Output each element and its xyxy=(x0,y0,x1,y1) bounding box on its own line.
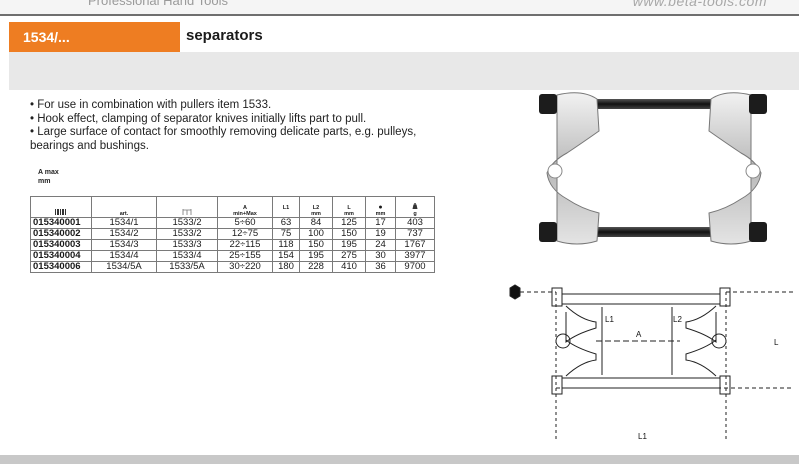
bottom-bar xyxy=(0,455,799,464)
header-nut: ●mm xyxy=(365,196,396,218)
top-bar: Professional Hand Tools www.beta-tools.c… xyxy=(0,0,799,16)
weight-icon xyxy=(412,202,418,209)
feature-list: • For use in combination with pullers it… xyxy=(30,99,460,153)
puller-icon xyxy=(182,209,192,215)
dim-label-l1-top: L1 xyxy=(605,315,614,324)
technical-drawing xyxy=(509,284,794,442)
header-band xyxy=(9,52,799,90)
brand-subtitle: Professional Hand Tools xyxy=(88,0,228,8)
header-weight: g xyxy=(395,196,435,218)
dim-label-l: L xyxy=(774,338,779,347)
hex-nut-icon: ● xyxy=(378,204,383,211)
product-code-box: 1534/... xyxy=(9,22,180,52)
page-title: separators xyxy=(186,27,263,44)
header-puller xyxy=(156,196,218,218)
feature-item: • Large surface of contact for smoothly … xyxy=(30,126,417,138)
dim-label-l1-bottom: L1 xyxy=(638,432,647,441)
product-photo xyxy=(539,92,767,245)
feature-item: • For use in combination with pullers it… xyxy=(30,99,272,111)
feature-item: bearings and bushings. xyxy=(30,139,149,152)
website-link[interactable]: www.beta-tools.com xyxy=(632,0,767,9)
dim-label-a: A xyxy=(636,330,642,339)
dim-label-l2: L2 xyxy=(673,315,682,324)
header-l1: L1 xyxy=(272,196,300,218)
bar-code-icon xyxy=(55,209,66,215)
feature-item: • Hook effect, clamping of separator kni… xyxy=(30,112,367,125)
amax-label: A max mm xyxy=(38,169,59,185)
header-art: art. xyxy=(91,196,157,218)
header-code xyxy=(30,196,92,218)
